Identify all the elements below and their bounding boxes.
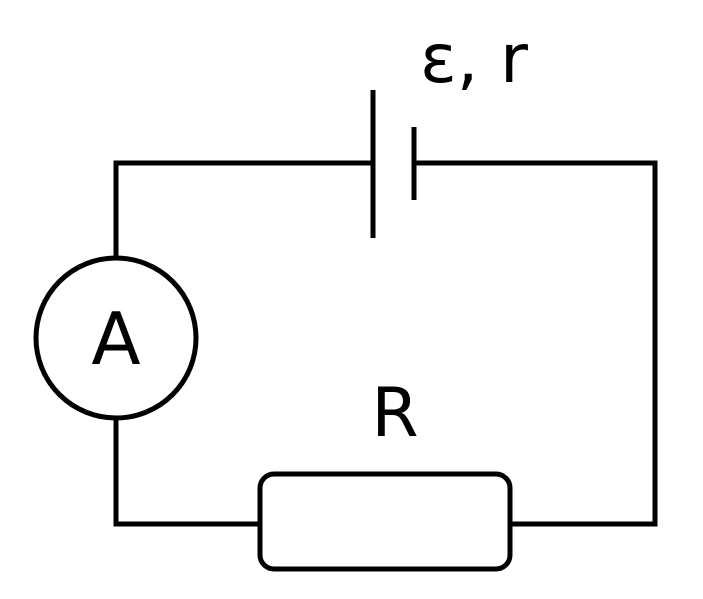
wire-bottom-left bbox=[113, 417, 263, 527]
battery-cell bbox=[370, 90, 417, 238]
wire-top-left bbox=[113, 160, 376, 259]
source-label: ε, r bbox=[420, 20, 528, 99]
resistor: R bbox=[257, 374, 513, 572]
wire-top-right-and-right-side bbox=[411, 160, 658, 527]
resistor-body bbox=[257, 471, 513, 572]
ammeter-ring bbox=[33, 255, 199, 421]
ammeter-label: A bbox=[91, 297, 140, 381]
ammeter: A bbox=[33, 255, 199, 421]
resistor-label: R bbox=[371, 374, 418, 453]
